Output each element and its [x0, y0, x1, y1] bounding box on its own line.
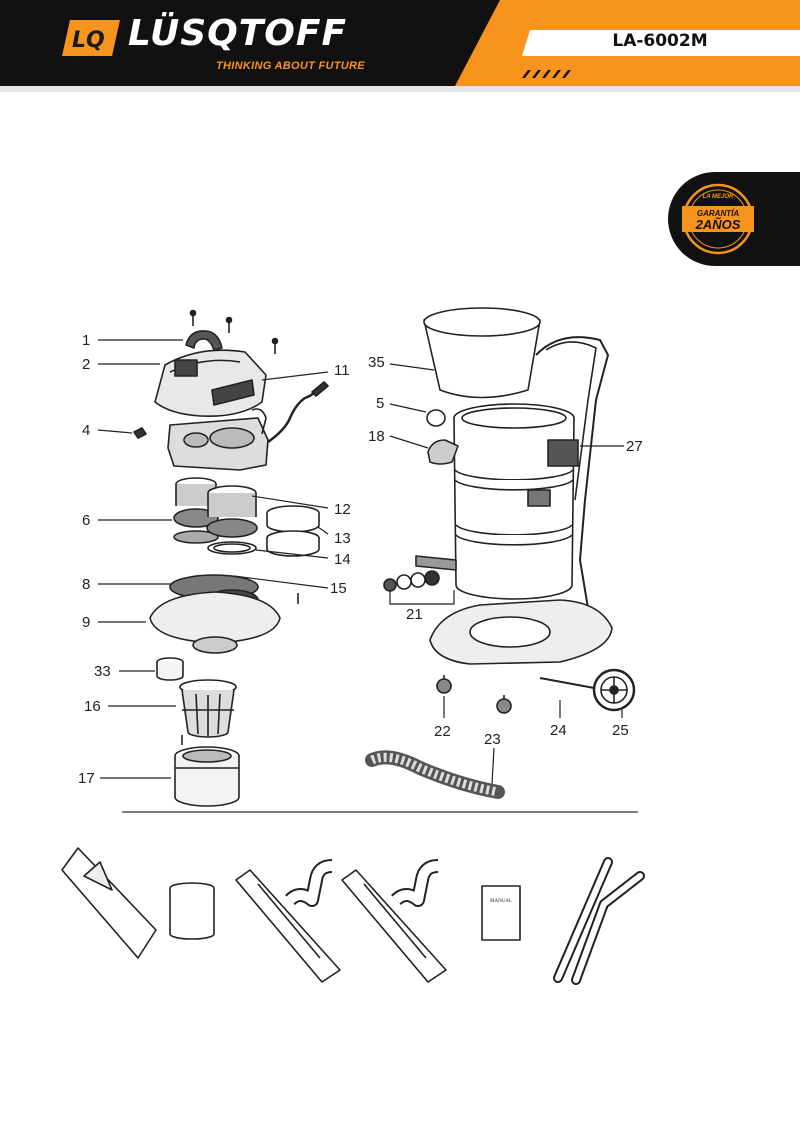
- brand-logo-icon: LQ: [62, 20, 120, 56]
- manual-booklet-accessory: MANUAL: [481, 885, 521, 941]
- part-label: 24: [550, 722, 567, 739]
- part-label: 18: [368, 428, 385, 445]
- part-label: 13: [334, 530, 351, 547]
- power-cord-part: [267, 387, 320, 444]
- badge-line3: 2AÑOS: [695, 217, 741, 232]
- inlet-part: [427, 439, 459, 465]
- part-label: 14: [334, 551, 351, 568]
- badge-line2: GARANTÍA: [697, 209, 739, 218]
- cartridge-filter-part: [174, 746, 240, 807]
- handle-part: [185, 330, 223, 351]
- part-label: 5: [376, 395, 384, 412]
- part-label: 23: [484, 731, 501, 748]
- header-background: [0, 0, 800, 92]
- part-label: 35: [368, 354, 385, 371]
- manual-label: MANUAL: [490, 899, 512, 904]
- badge-line1: LA MEJOR: [703, 194, 734, 200]
- leader-lines: [97, 339, 624, 785]
- header-bar: LQ LÜSQTOFF THINKING ABOUT FUTURE LA-600…: [0, 0, 800, 92]
- part-label: 21: [406, 606, 423, 623]
- filter-cage-part: [179, 679, 237, 738]
- warranty-badge: LA MEJOR GARANTÍA 2AÑOS: [668, 172, 800, 266]
- part-label: 17: [78, 770, 95, 787]
- part-label: 27: [626, 438, 643, 455]
- filter-foam-part: [266, 505, 320, 557]
- float-cap-part: [156, 657, 184, 681]
- part-label: 6: [82, 512, 90, 529]
- crevice-nozzle-accessory: [61, 847, 157, 959]
- extension-tube-accessory: [553, 857, 645, 985]
- part-label: 12: [334, 501, 351, 518]
- model-number: LA-6002M: [612, 31, 708, 51]
- brand-tagline: THINKING ABOUT FUTURE: [216, 60, 365, 72]
- trolley-handle-part: [535, 336, 609, 621]
- svg-text:LQ: LQ: [72, 28, 105, 53]
- part-label: 4: [82, 422, 90, 439]
- drain-valve-part: [383, 555, 457, 592]
- brand-name: LÜSQTOFF: [128, 13, 348, 54]
- part-label: 25: [612, 722, 629, 739]
- part-label: 1: [82, 332, 90, 349]
- part-label: 22: [434, 723, 451, 740]
- part-label: 8: [82, 576, 90, 593]
- rear-wheel-part: [592, 668, 636, 712]
- caster-wheel-part: [436, 675, 512, 714]
- tank-part: [453, 403, 575, 600]
- part-label: 33: [94, 663, 111, 680]
- latch-part: [547, 439, 579, 467]
- part-number-labels: 1 2 4 6 8 9 33 16 17 11 12 13 14 15 35 5…: [78, 332, 643, 787]
- part-label: 15: [330, 580, 347, 597]
- part-label: 11: [334, 362, 350, 379]
- screw-icon: [189, 309, 279, 354]
- filter-sleeve-accessory: [169, 882, 215, 940]
- impeller-part: [173, 477, 258, 544]
- floor-brush-accessory-2: [341, 859, 447, 983]
- knob-part: [133, 427, 147, 439]
- part-label: 2: [82, 356, 90, 373]
- part-label: 16: [84, 698, 101, 715]
- part-label: 9: [82, 614, 90, 631]
- motor-base-part: [149, 591, 281, 644]
- floor-brush-accessory: [235, 859, 341, 983]
- clamp-ring-part: [426, 409, 446, 427]
- gasket-ring-part: [207, 541, 257, 555]
